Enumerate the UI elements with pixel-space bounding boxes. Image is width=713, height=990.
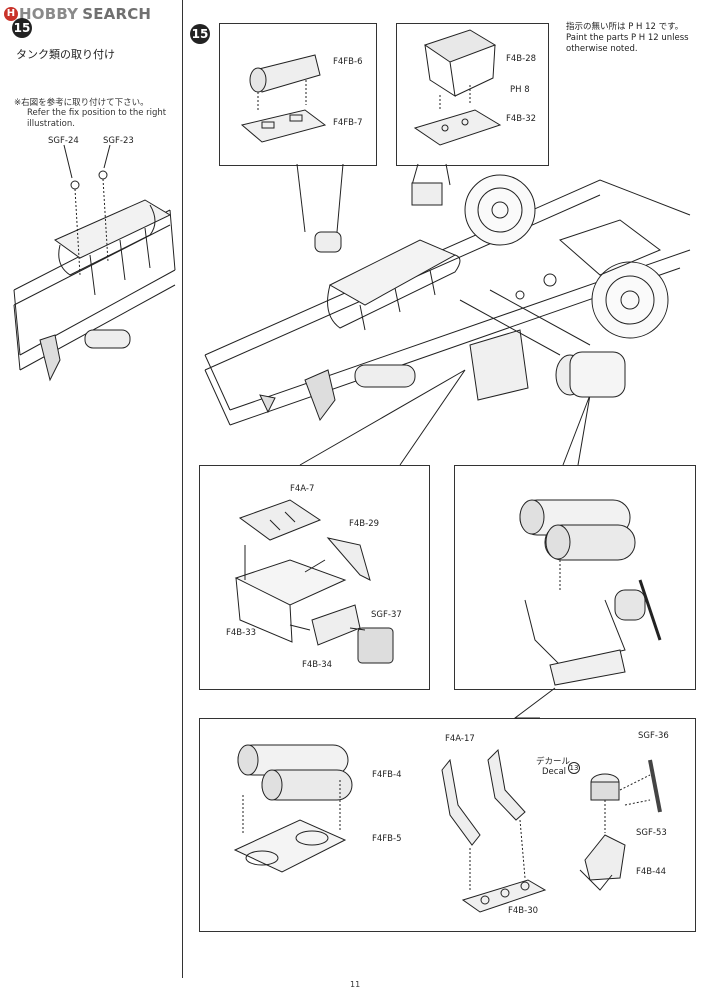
- part-label-f4b-28: F4B-28: [506, 54, 537, 64]
- detail-box-tank-small: [219, 23, 377, 166]
- detail-6-drawing: [441, 748, 662, 913]
- paint-note: 指示の無い所は P H 12 です。 Paint the parts P H 1…: [566, 22, 689, 55]
- part-label-f4a-7: F4A-7: [290, 484, 315, 494]
- callout-line-3: [299, 369, 466, 466]
- decal-number-badge: 13: [568, 762, 580, 774]
- step-badge-left: 15: [12, 18, 32, 38]
- left-title: タンク類の取り付け: [16, 48, 115, 61]
- step-badge-main: 15: [190, 24, 210, 44]
- callout-line-2a: [411, 163, 419, 186]
- part-label-f4b-30: F4B-30: [508, 906, 539, 916]
- watermark-h-icon: H: [4, 7, 18, 21]
- callout-line-1b: [336, 163, 344, 233]
- column-divider: [182, 0, 183, 978]
- part-label-f4fb-5: F4FB-5: [372, 834, 402, 844]
- part-label-f4b-32: F4B-32: [506, 114, 537, 124]
- part-label-f4b-34: F4B-34: [302, 660, 333, 670]
- callout-line-4: [562, 394, 591, 466]
- detail-box-air-tank-assembly: [454, 465, 696, 690]
- decal-label-en: Decal: [542, 767, 567, 777]
- part-label-sgf-37: SGF-37: [371, 610, 402, 620]
- part-label-sgf-36: SGF-36: [638, 731, 669, 741]
- left-note-jp: ※右図を参考に取り付けて下さい。: [14, 98, 149, 108]
- detail-5-drawing: [233, 744, 353, 873]
- callout-line-2b: [445, 163, 451, 186]
- detail-4-drawing: [519, 499, 662, 686]
- detail-3-drawing: [234, 499, 394, 664]
- detail-1-drawing: [240, 54, 327, 143]
- paint-note-jp: 指示の無い所は P H 12 です。: [566, 22, 684, 32]
- detail-box-air-tank-parts: [199, 718, 696, 932]
- part-label-sgf-23: SGF-23: [103, 136, 134, 146]
- callout-line-1a: [296, 163, 306, 233]
- part-label-f4b-29: F4B-29: [349, 519, 380, 529]
- paint-note-en-2: otherwise noted.: [566, 44, 638, 54]
- part-label-f4b-44: F4B-44: [636, 867, 667, 877]
- part-label-sgf-24: SGF-24: [48, 136, 79, 146]
- main-chassis-drawing: [204, 174, 691, 426]
- part-label-f4fb-6: F4FB-6: [333, 57, 363, 67]
- paint-label-ph8: PH 8: [510, 85, 530, 95]
- part-label-f4b-33: F4B-33: [226, 628, 257, 638]
- part-label-f4fb-7: F4FB-7: [333, 118, 363, 128]
- callout-line-5: [513, 687, 556, 719]
- part-label-sgf-53: SGF-53: [636, 828, 667, 838]
- paint-note-en-1: Paint the parts P H 12 unless: [566, 33, 689, 43]
- left-chassis-drawing: [13, 144, 176, 382]
- watermark-hobby: HOBBY: [19, 5, 79, 23]
- detail-box-toolbox: [199, 465, 430, 690]
- left-note-en: Refer the fix position to the right illu…: [27, 108, 167, 129]
- decal-label-jp: デカール: [536, 757, 571, 767]
- detail-2-drawing: [413, 29, 502, 146]
- page-number: 11: [350, 980, 361, 989]
- part-label-f4a-17: F4A-17: [445, 734, 475, 744]
- part-label-f4fb-4: F4FB-4: [372, 770, 402, 780]
- watermark-search: SEARCH: [82, 5, 152, 23]
- detail-box-battery: [396, 23, 549, 166]
